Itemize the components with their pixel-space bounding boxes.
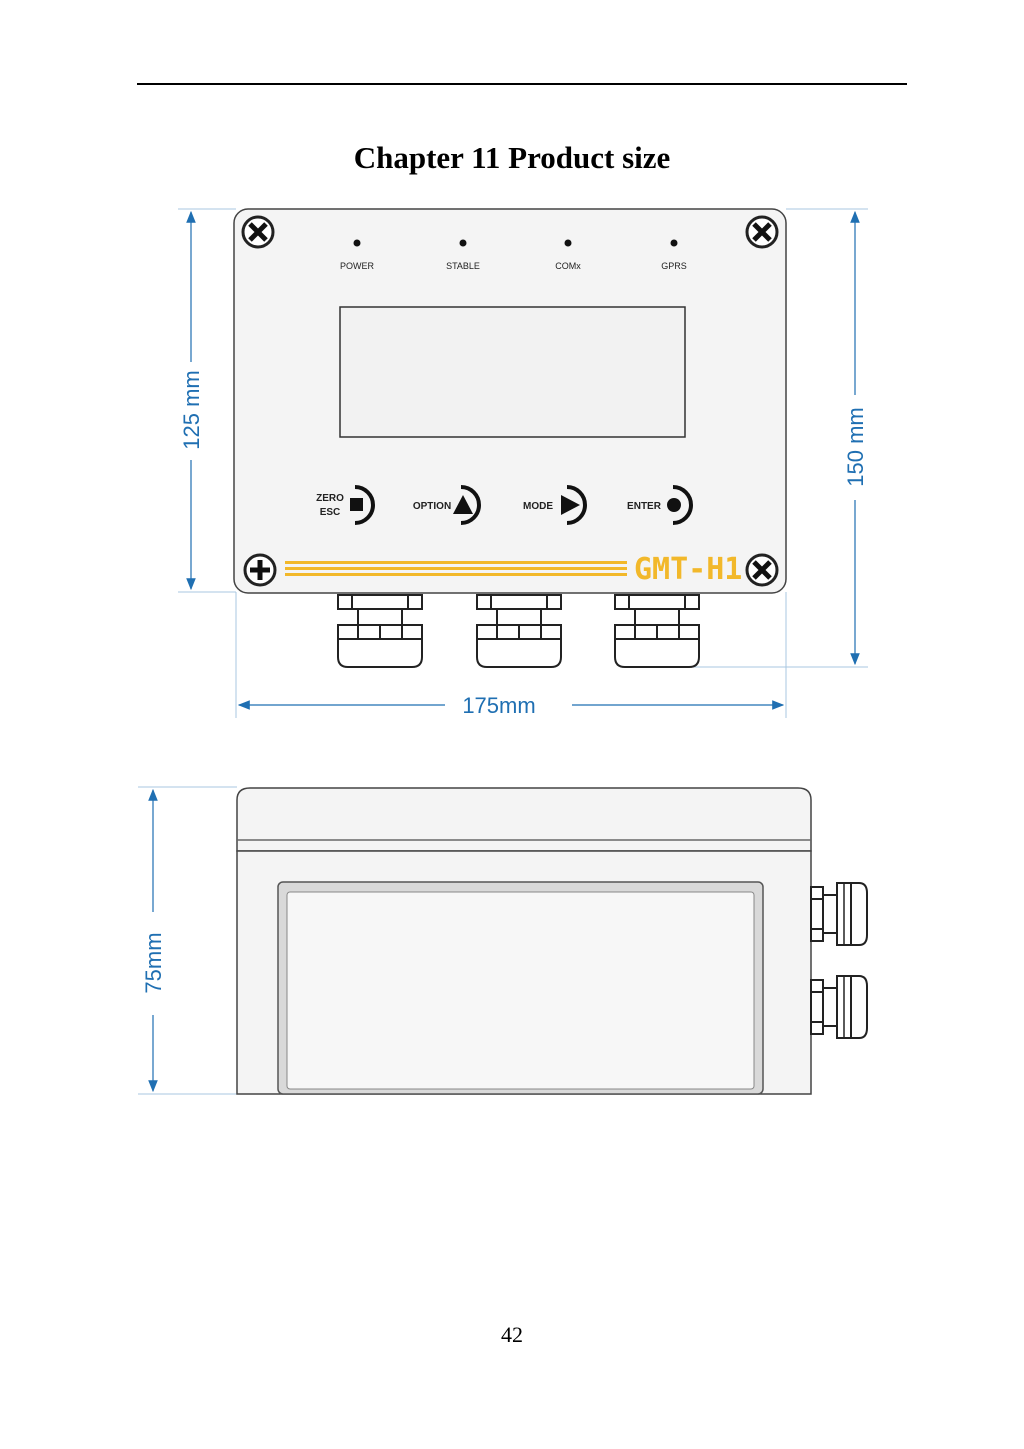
button-label-enter: ENTER bbox=[627, 501, 662, 512]
dimension-175mm: 175mm bbox=[237, 693, 785, 718]
screw-icon bbox=[745, 553, 779, 587]
dimension-label-150: 150 mm bbox=[843, 407, 868, 486]
dimension-75mm: 75mm bbox=[141, 788, 166, 1093]
front-view-drawing: POWER STABLE COMx GPRS ZERO ESC OPTION M… bbox=[178, 208, 868, 718]
dimension-label-175: 175mm bbox=[462, 693, 535, 718]
mode-button-icon bbox=[561, 485, 587, 525]
indicator-led-power bbox=[353, 239, 361, 247]
screw-icon bbox=[241, 215, 275, 249]
dimension-125mm: 125 mm bbox=[179, 210, 204, 591]
header-rule bbox=[137, 83, 907, 85]
dimension-label-125: 125 mm bbox=[179, 370, 204, 449]
indicator-led-comx bbox=[564, 239, 572, 247]
button-label-esc: ESC bbox=[320, 507, 341, 518]
indicator-label-gprs: GPRS bbox=[661, 261, 687, 271]
model-name: GMT-H1 bbox=[634, 552, 742, 587]
screw-icon bbox=[745, 215, 779, 249]
dimension-label-75: 75mm bbox=[141, 932, 166, 993]
cable-gland bbox=[614, 594, 700, 668]
indicator-label-comx: COMx bbox=[555, 261, 581, 271]
button-label-mode: MODE bbox=[523, 501, 553, 512]
dimension-150mm: 150 mm bbox=[843, 210, 868, 666]
button-label-option: OPTION bbox=[413, 501, 451, 512]
brand-stripes bbox=[285, 561, 627, 576]
indicator-label-power: POWER bbox=[340, 261, 375, 271]
zero-esc-button-icon bbox=[350, 485, 375, 525]
page-title: Chapter 11 Product size bbox=[353, 140, 671, 175]
side-view-drawing: 75mm bbox=[138, 786, 868, 1095]
cable-gland-side bbox=[810, 975, 868, 1039]
enclosure-lid bbox=[236, 787, 812, 852]
indicator-led-stable bbox=[459, 239, 467, 247]
cable-gland-side bbox=[810, 882, 868, 946]
cable-gland bbox=[476, 594, 562, 668]
cable-gland bbox=[337, 594, 423, 668]
indicator-led-gprs bbox=[670, 239, 678, 247]
page-number: 42 bbox=[501, 1322, 523, 1347]
display-window bbox=[339, 306, 686, 438]
screw-icon bbox=[243, 553, 277, 587]
button-label-zero: ZERO bbox=[316, 493, 344, 504]
enter-button-icon bbox=[667, 485, 693, 525]
indicator-label-stable: STABLE bbox=[446, 261, 480, 271]
option-button-icon bbox=[453, 485, 481, 525]
